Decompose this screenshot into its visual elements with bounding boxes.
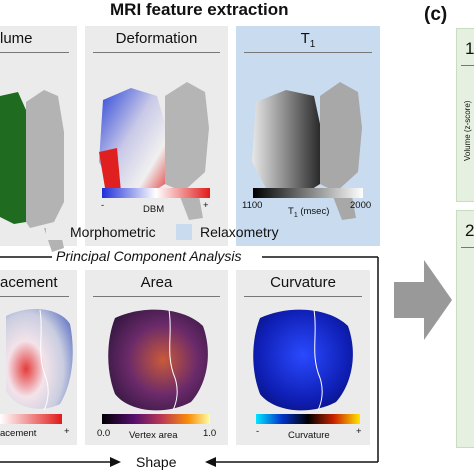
volume-panel-title: lume xyxy=(0,30,33,47)
deformation-panel-title: Deformation xyxy=(115,30,198,47)
card-divider xyxy=(461,247,474,248)
card-1-axis-label: Volume (z-score) xyxy=(463,100,472,161)
t1-title-sub: 1 xyxy=(309,39,316,50)
deformation-brain-image xyxy=(99,82,209,220)
area-panel: Area 0.0 Vertex area 1.0 xyxy=(85,270,228,445)
dbm-colorbar xyxy=(102,188,210,198)
t1-panel: T1 1100 T1 (msec) 2000 xyxy=(236,26,380,246)
t1-brain-image xyxy=(252,82,362,220)
flow-arrow-icon xyxy=(394,260,452,340)
dbm-max-label: + xyxy=(203,200,209,211)
curvature-colorbar xyxy=(256,414,360,424)
curvature-panel: Curvature - Curvature + xyxy=(236,270,370,445)
panel-divider xyxy=(244,296,362,297)
displacement-colorbar xyxy=(0,414,62,424)
area-surface-image xyxy=(108,309,208,411)
displacement-max-label: + xyxy=(64,426,70,437)
area-min-label: 0.0 xyxy=(97,428,111,439)
t1-min-label: 1100 xyxy=(242,200,263,211)
dbm-min-label: - xyxy=(101,200,105,211)
result-card-1: 1 Volume (z-score) xyxy=(456,28,474,202)
area-panel-title: Area xyxy=(140,274,173,291)
relaxometry-swatch xyxy=(176,224,192,240)
displacement-scale-label: acement xyxy=(0,428,37,439)
figure-title: MRI feature extraction xyxy=(110,0,289,19)
curvature-surface-image xyxy=(253,309,353,411)
panel-divider xyxy=(0,296,69,297)
t1-panel-title: T1 xyxy=(236,30,380,50)
displacement-panel: acement acement + xyxy=(0,270,77,445)
area-scale-label: Vertex area xyxy=(129,430,178,441)
card-1-number: 1 xyxy=(465,39,474,58)
panel-divider xyxy=(244,52,372,53)
t1-title-main: T xyxy=(300,30,310,47)
t1-colorbar xyxy=(253,188,363,198)
panel-divider xyxy=(93,296,220,297)
relaxometry-legend-label: Relaxometry xyxy=(200,224,279,240)
panel-divider xyxy=(0,52,69,53)
curvature-scale-label: Curvature xyxy=(288,430,330,441)
deformation-panel: Deformation - DBM + xyxy=(85,26,228,246)
shape-label: Shape xyxy=(136,454,177,470)
morphometric-swatch xyxy=(46,224,62,240)
curvature-panel-title: Curvature xyxy=(270,274,336,291)
displacement-panel-title: acement xyxy=(0,274,58,291)
panel-divider xyxy=(93,52,220,53)
dbm-scale-label: DBM xyxy=(143,204,165,215)
curvature-min-label: - xyxy=(256,426,260,437)
curvature-max-label: + xyxy=(356,426,362,437)
area-colorbar xyxy=(102,414,210,424)
t1-scale-label: T1 (msec) xyxy=(288,206,330,219)
card-divider xyxy=(461,65,474,66)
morphometric-legend-label: Morphometric xyxy=(70,224,156,240)
result-card-2: 2 xyxy=(456,210,474,448)
t1-max-label: 2000 xyxy=(350,200,372,211)
panel-label-c: (c) xyxy=(424,4,448,25)
pca-label: Principal Component Analysis xyxy=(56,248,242,264)
card-2-number: 2 xyxy=(465,221,474,240)
displacement-surface-image xyxy=(6,309,73,411)
area-max-label: 1.0 xyxy=(203,428,217,439)
